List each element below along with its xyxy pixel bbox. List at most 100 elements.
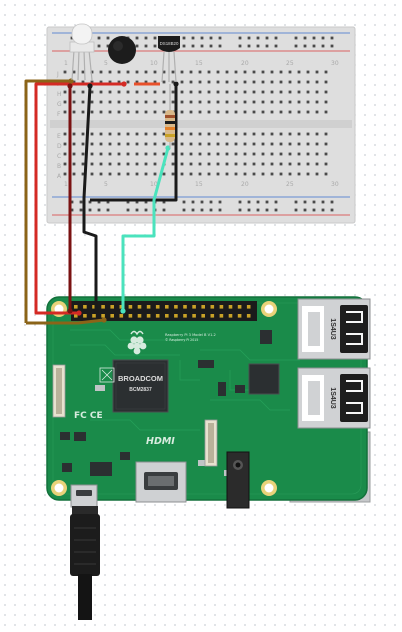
breadboard-hole: [117, 80, 121, 84]
breadboard-hole: [243, 100, 247, 104]
breadboard-hole: [252, 100, 256, 104]
column-number: 10: [150, 181, 158, 188]
breadboard-hole: [90, 110, 94, 114]
breadboard-hole: [294, 44, 298, 48]
breadboard-hole: [216, 152, 220, 156]
breadboard-hole: [261, 90, 265, 94]
breadboard-hole: [234, 152, 238, 156]
breadboard-hole: [252, 142, 256, 146]
breadboard-hole: [306, 90, 310, 94]
breadboard-hole: [135, 162, 139, 166]
breadboard-hole: [330, 44, 334, 48]
breadboard-hole: [63, 162, 67, 166]
breadboard-hole: [297, 132, 301, 136]
breadboard-hole: [153, 142, 157, 146]
breadboard-hole: [135, 208, 139, 212]
breadboard-hole: [189, 172, 193, 176]
breadboard-hole: [162, 208, 166, 212]
breadboard-hole: [99, 162, 103, 166]
breadboard-hole: [180, 172, 184, 176]
gpio-pin: [183, 305, 187, 309]
breadboard-hole: [265, 36, 269, 40]
breadboard-hole: [225, 110, 229, 114]
column-number: 15: [195, 60, 203, 67]
breadboard-hole: [198, 152, 202, 156]
gpio-pin: [146, 314, 151, 318]
breadboard-hole: [126, 80, 130, 84]
breadboard-hole: [81, 70, 85, 74]
breadboard-hole: [117, 162, 121, 166]
breadboard-hole: [252, 132, 256, 136]
breadboard-hole: [72, 90, 76, 94]
breadboard-hole: [261, 142, 265, 146]
sensor-label: DS18B20: [160, 41, 179, 46]
breadboard-hole: [225, 100, 229, 104]
breadboard-hole: [265, 200, 269, 204]
breadboard-hole: [252, 90, 256, 94]
breadboard-hole: [171, 152, 175, 156]
breadboard-hole: [279, 172, 283, 176]
gpio-pin: [165, 305, 169, 309]
breadboard-hole: [200, 200, 204, 204]
breadboard-hole: [180, 132, 184, 136]
breadboard-hole: [198, 80, 202, 84]
row-letter: B: [57, 163, 61, 170]
breadboard-hole: [294, 200, 298, 204]
gpio-pin: [101, 314, 105, 318]
breadboard-hole: [270, 80, 274, 84]
usb-label: 1S4U3: [329, 318, 336, 340]
rgb-led: [69, 23, 95, 81]
breadboard-hole: [247, 44, 251, 48]
micro-usb-port: [70, 484, 98, 508]
breadboard-hole: [234, 172, 238, 176]
column-number: 1: [64, 181, 68, 188]
breadboard-hole: [247, 36, 251, 40]
gpio-pin: [146, 305, 151, 309]
breadboard-hole: [225, 172, 229, 176]
breadboard-hole: [279, 90, 283, 94]
gpio-pin: [228, 314, 233, 318]
breadboard-hole: [297, 110, 301, 114]
breadboard-hole: [108, 162, 112, 166]
breadboard-hole: [330, 200, 334, 204]
breadboard-hole: [279, 142, 283, 146]
breadboard-hole: [247, 200, 251, 204]
breadboard-hole: [72, 172, 76, 176]
breadboard: 1 5 10 15 20 25 30 1 5 10 15 20 25 30 J …: [46, 26, 356, 224]
breadboard-hole: [297, 80, 301, 84]
breadboard-hole: [252, 162, 256, 166]
breadboard-hole: [90, 172, 94, 176]
breadboard-hole: [153, 90, 157, 94]
gpio-pin: [155, 314, 160, 318]
breadboard-hole: [270, 70, 274, 74]
breadboard-hole: [81, 162, 85, 166]
breadboard-hole: [261, 162, 265, 166]
breadboard-hole: [324, 152, 328, 156]
breadboard-hole: [153, 44, 157, 48]
breadboard-hole: [225, 70, 229, 74]
cpu-code-text: BCM2837: [129, 387, 152, 393]
breadboard-hole: [88, 200, 92, 204]
breadboard-hole: [306, 142, 310, 146]
breadboard-hole: [180, 80, 184, 84]
breadboard-hole: [288, 110, 292, 114]
wire-red: [34, 82, 124, 315]
pcb-traces: [70, 329, 300, 431]
breadboard-hole: [274, 200, 278, 204]
breadboard-hole: [72, 152, 76, 156]
gpio-pin: [210, 305, 215, 309]
breadboard-hole: [315, 110, 319, 114]
breadboard-hole: [191, 36, 195, 40]
breadboard-hole: [238, 208, 242, 212]
breadboard-hole: [189, 132, 193, 136]
usb-port-bottom: 1S4U3: [297, 367, 371, 429]
breadboard-hole: [198, 132, 202, 136]
breadboard-hole: [135, 152, 139, 156]
breadboard-hole: [144, 80, 148, 84]
breadboard-hole: [279, 110, 283, 114]
breadboard-hole: [97, 44, 101, 48]
breadboard-hole: [321, 208, 325, 212]
breadboard-hole: [256, 36, 260, 40]
breadboard-hole: [297, 142, 301, 146]
